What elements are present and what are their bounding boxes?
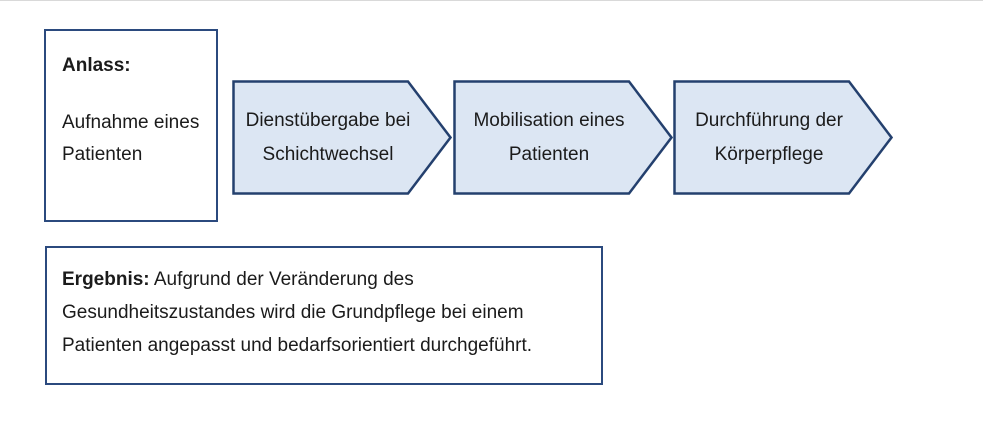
process-step-2: Mobilisation eines Patienten: [453, 80, 673, 195]
arrow-right-polygon: [453, 80, 673, 195]
top-edge-line: [0, 0, 983, 1]
process-step-2-label: Mobilisation eines Patienten: [473, 109, 625, 165]
process-step-3-label: Durchführung der Körperpflege: [695, 109, 843, 165]
process-step-1-label: Dienstübergabe bei Schichtwechsel: [245, 109, 411, 165]
arrow-right-shape: [232, 80, 452, 195]
result-box-body: Aufgrund der Veränderung des Gesundheits…: [62, 269, 533, 356]
process-step-1: Dienstübergabe bei Schichtwechsel: [232, 80, 452, 195]
trigger-box: Anlass: Aufnahme eines Patienten: [44, 29, 218, 222]
arrow-right-polygon: [232, 80, 452, 195]
result-box: Ergebnis: Aufgrund der Veränderung des G…: [45, 246, 603, 385]
trigger-box-body: Aufnahme eines Patienten: [62, 112, 200, 165]
arrow-right-shape: [453, 80, 673, 195]
arrow-right-shape: [673, 80, 893, 195]
trigger-box-title: Anlass:: [62, 55, 131, 76]
process-step-3: Durchführung der Körperpflege: [673, 80, 893, 195]
arrow-right-polygon: [673, 80, 893, 195]
result-box-title: Ergebnis:: [62, 269, 150, 290]
